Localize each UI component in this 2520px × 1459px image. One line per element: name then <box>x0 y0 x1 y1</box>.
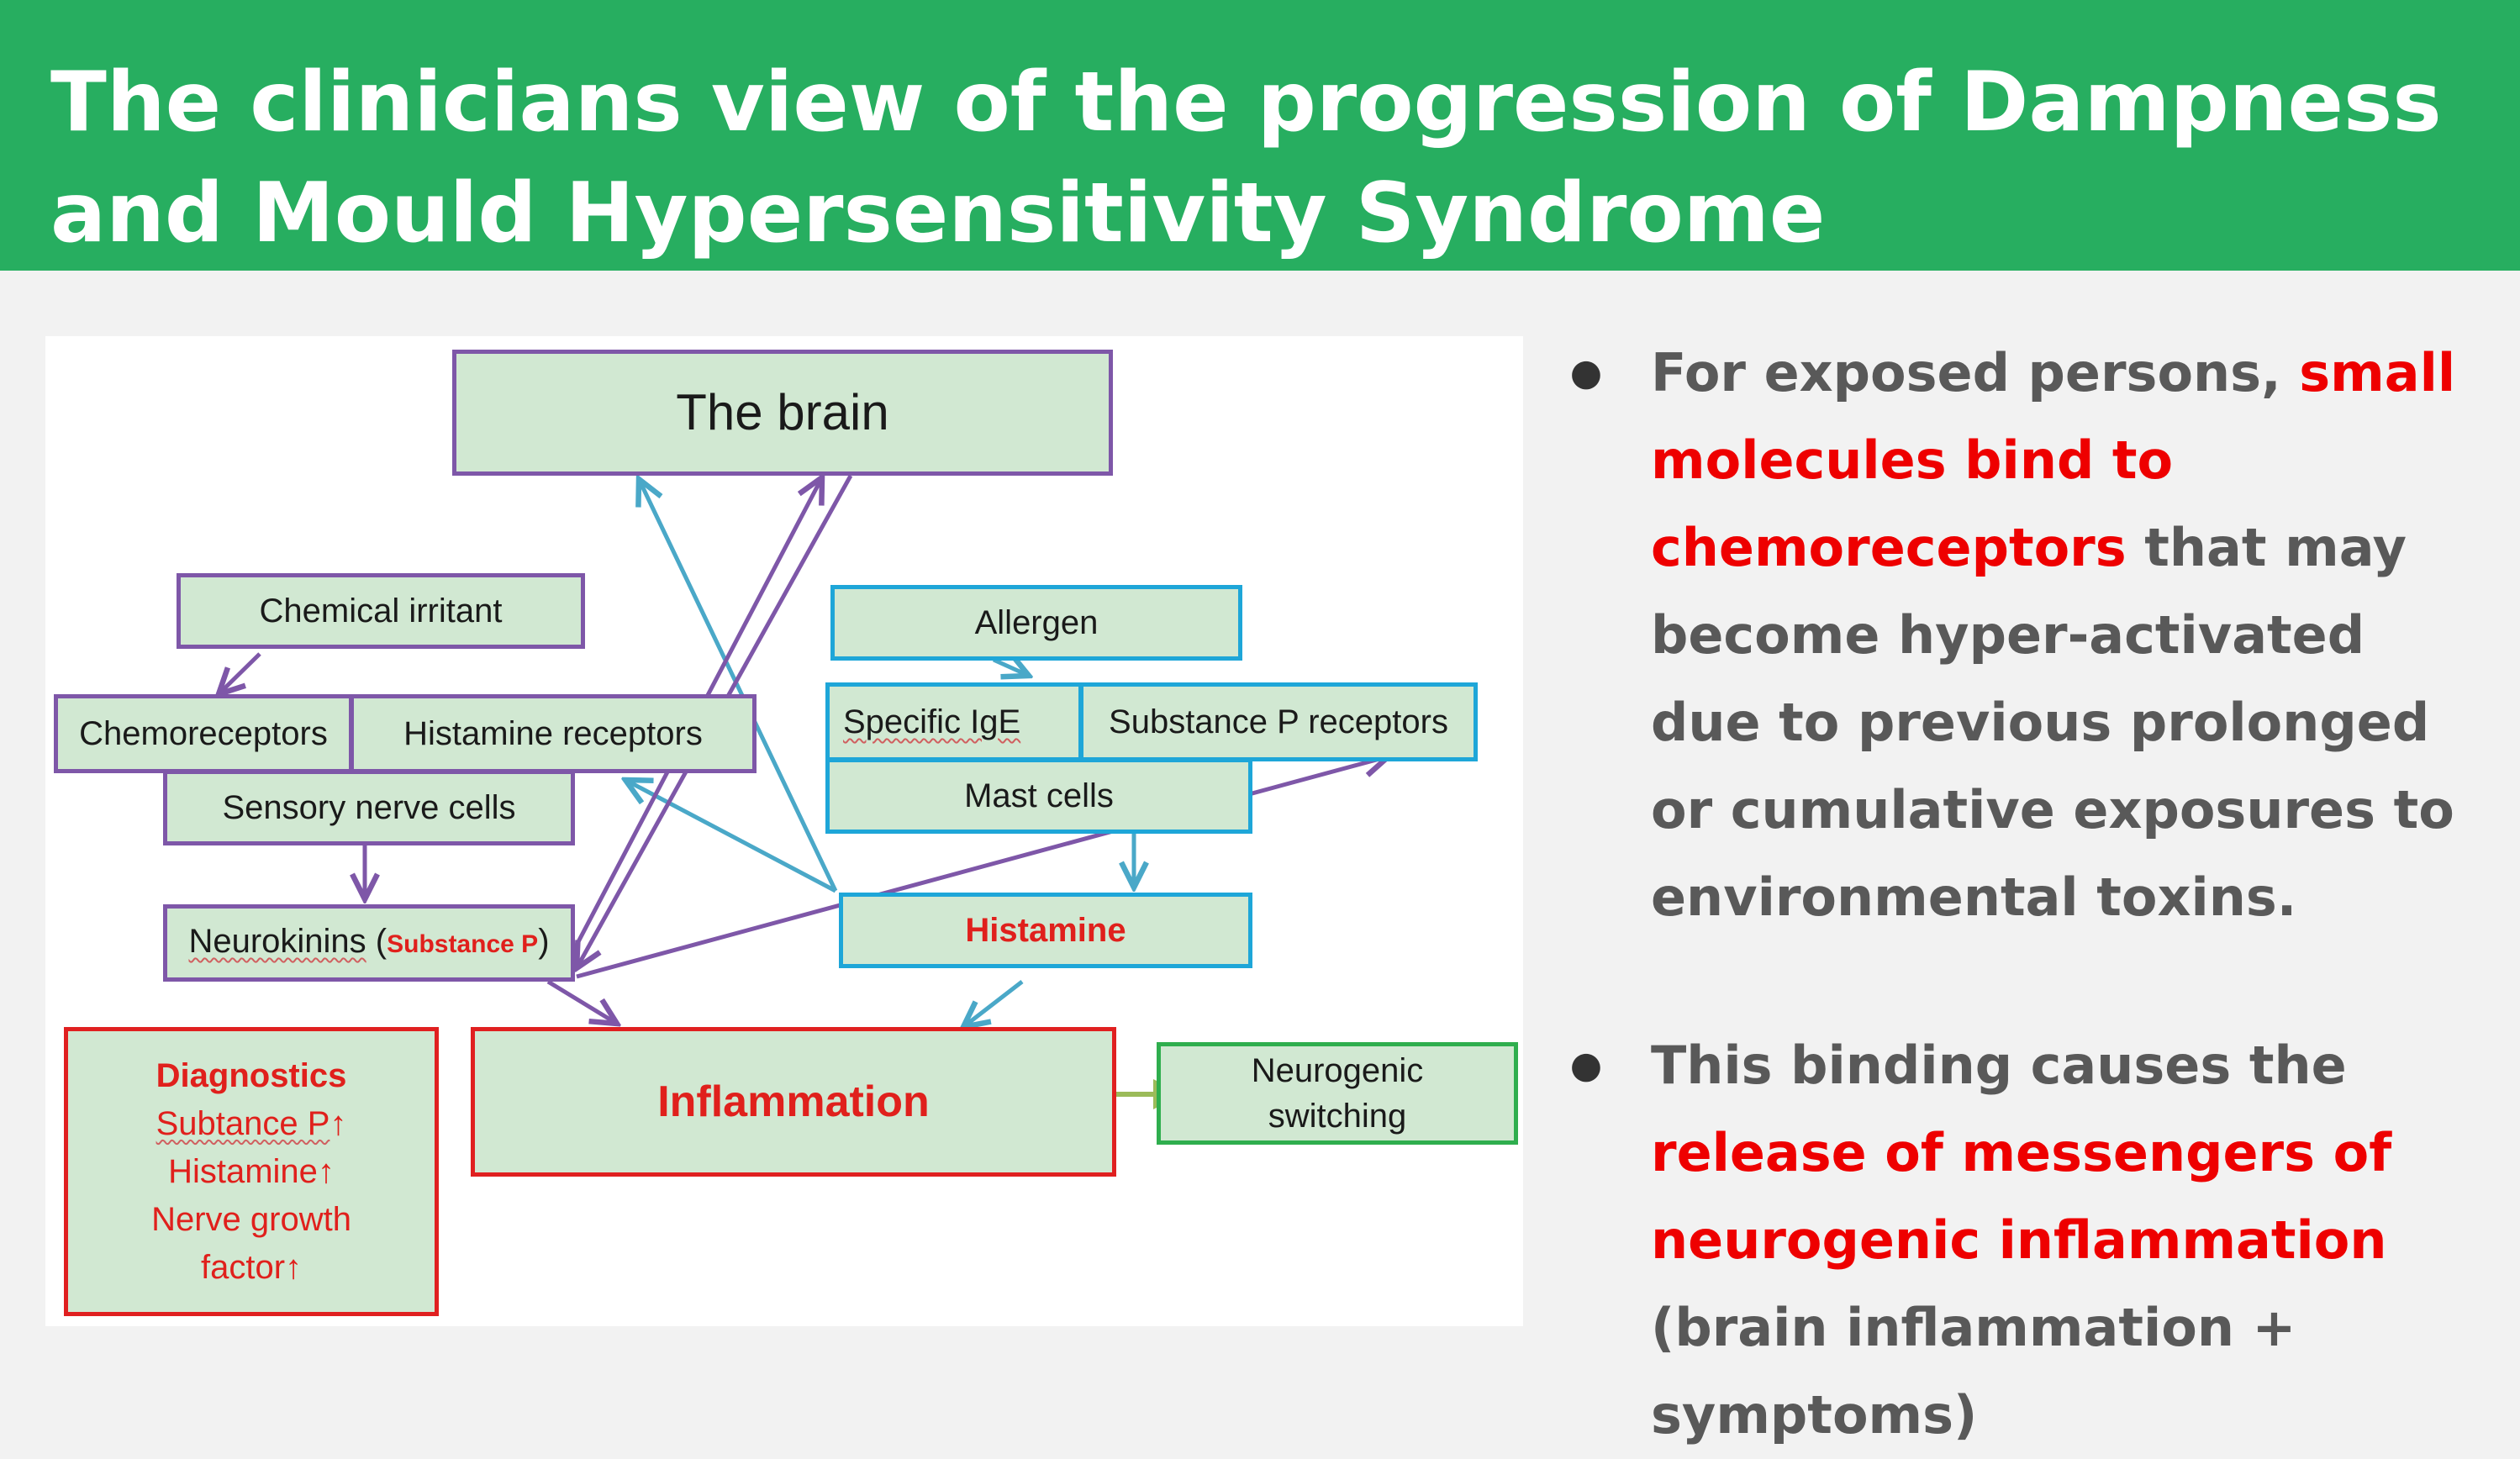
bullet-dot-icon: ● <box>1569 351 1603 394</box>
specific-ige-label: Specific IgE <box>843 703 1021 740</box>
factor-text: factor <box>200 1248 286 1286</box>
histamine-label: Histamine <box>965 912 1126 949</box>
histamine-box: Histamine <box>839 893 1252 968</box>
specific-ige-box: Specific IgE <box>825 682 1083 761</box>
histamine-receptors-box: Histamine receptors <box>350 694 757 773</box>
diagnostics-heading: Diagnostics <box>156 1056 347 1094</box>
neurokinins-label: Neurokinins (Substance P) <box>188 920 549 966</box>
switching-label: switching <box>1268 1098 1407 1135</box>
allergen-label: Allergen <box>974 604 1099 641</box>
histamine-text: Histamine <box>168 1152 318 1190</box>
arrow-allergen-to-ige <box>992 660 1029 676</box>
arrow-irritant-to-chemoreceptors <box>219 652 261 694</box>
chemoreceptors-box: Chemoreceptors <box>54 694 353 773</box>
allergen-box: Allergen <box>830 585 1242 661</box>
mast-cells-box: Mast cells <box>825 758 1252 834</box>
arrow-neurokinins-to-inflammation <box>546 979 617 1024</box>
bullet-item: ● For exposed persons, small molecules b… <box>1565 329 2490 941</box>
title-bar: The clinicians view of the progression o… <box>0 0 2520 271</box>
diagnostics-histamine: Histamine↑ <box>168 1148 335 1196</box>
up-arrow-icon: ↑ <box>317 1152 335 1190</box>
inflammation-box: Inflammation <box>471 1027 1116 1177</box>
bullet-text: This binding causes the <box>1651 1035 2347 1096</box>
diagnostics-nerve-growth: Nerve growth <box>151 1200 351 1238</box>
bullet-text: (brain inflammation + symptoms) <box>1651 1297 2296 1446</box>
neurokinins-box: Neurokinins (Substance P) <box>163 904 575 982</box>
bullet-list: ● For exposed persons, small molecules b… <box>1565 329 2490 1459</box>
chemical-irritant-box: Chemical irritant <box>177 573 585 649</box>
up-arrow-icon: ↑ <box>329 1104 347 1142</box>
progression-diagram: The brain Chemical irritant Chemorecepto… <box>45 336 1523 1326</box>
chemoreceptors-label: Chemoreceptors <box>79 715 328 752</box>
substance-p-label: Substance P <box>387 930 539 958</box>
substance-p-receptors-label: Substance P receptors <box>1109 703 1448 740</box>
neurogenic-switching-box: Neurogenic switching <box>1157 1042 1518 1145</box>
arrow-histamine-to-sensory-nerve <box>625 780 837 893</box>
histamine-receptors-label: Histamine receptors <box>403 715 703 752</box>
arrow-histamine-to-inflammation <box>963 980 1024 1027</box>
neurogenic-label: Neurogenic <box>1251 1052 1424 1089</box>
neurokinins-close-paren: ) <box>538 923 550 960</box>
chemical-irritant-label: Chemical irritant <box>259 593 503 629</box>
bullet-text: that may become hyper-activated due to p… <box>1651 517 2454 928</box>
brain-label: The brain <box>676 384 889 440</box>
diagnostics-factor: factor↑ <box>201 1244 302 1292</box>
bullet-item: ● This binding causes the release of mes… <box>1565 1022 2490 1459</box>
diagnostics-box: Diagnostics Subtance P↑ Histamine↑ Nerve… <box>64 1027 439 1316</box>
slide-title: The clinicians view of the progression o… <box>50 55 2442 261</box>
bullet-highlight: release of messengers of neurogenic infl… <box>1651 1122 2392 1271</box>
substance-p-receptors-box: Substance P receptors <box>1079 682 1478 761</box>
up-arrow-icon: ↑ <box>285 1248 303 1286</box>
bullet-dot-icon: ● <box>1569 1044 1603 1087</box>
brain-box: The brain <box>452 350 1113 476</box>
diagnostics-substance-p: Subtance P↑ <box>156 1100 347 1148</box>
arrow-neurokinins-to-substance-p-receptors <box>576 756 1389 979</box>
inflammation-label: Inflammation <box>657 1077 930 1126</box>
arrow-histamine-to-brain <box>639 479 838 893</box>
bullet-highlight: small molecules bind to chemoreceptors <box>1651 342 2456 578</box>
neurokinins-open-paren: ( <box>366 923 387 960</box>
sensory-nerve-cells-label: Sensory nerve cells <box>222 789 516 826</box>
neurokinins-text: Neurokinins <box>188 923 366 960</box>
substance-p-text: Subtance P <box>156 1104 330 1142</box>
mast-cells-label: Mast cells <box>964 777 1114 814</box>
sensory-nerve-cells-box: Sensory nerve cells <box>163 770 575 845</box>
bullet-text: For exposed persons, <box>1651 342 2300 403</box>
